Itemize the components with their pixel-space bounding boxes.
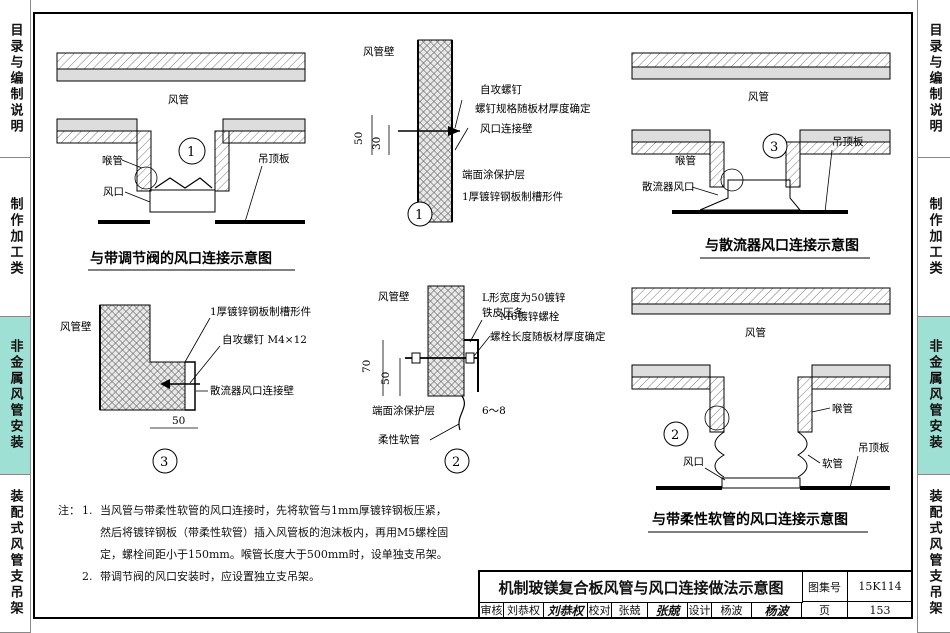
notes-prefix: 注： [58, 504, 80, 517]
sidebar-tab-support-right[interactable]: 装配式风管支吊架 [918, 475, 950, 633]
detail1-dim-30: 30 [371, 137, 383, 150]
page-label: 页 [802, 602, 848, 619]
detail3-wall-label: 风管壁 [60, 320, 92, 333]
detail2-bolt-len-label: 螺栓长度随板材厚度确定 [490, 330, 606, 343]
detail2-bolt-label: M6镀锌螺栓 [500, 310, 560, 323]
detail2-coat-label: 端面涂保护层 [372, 404, 435, 417]
d2-throat-label: 喉管 [675, 154, 696, 167]
diagram-flexhose-outlet: 风管 喉管 风口 软管 吊顶板 2 与带柔性软管的风口连接示意图 [631, 287, 891, 533]
d1-outlet-label: 风口 [103, 186, 124, 198]
detail3-dim-50: 50 [172, 415, 185, 427]
reviewer-signature: 刘恭权 [544, 602, 588, 619]
d1-callout-circle [178, 137, 206, 165]
d1-ceiling-label: 吊顶板 [258, 152, 290, 165]
checker-name: 张兢 [612, 602, 648, 619]
note-2-number: 2. [82, 570, 93, 583]
d3-callout-number: 2 [671, 428, 679, 443]
page-number: 153 [848, 602, 913, 619]
detail1-coat-label: 端面涂保护层 [462, 168, 525, 181]
detail1-screw-label: 自攻螺钉 [480, 83, 522, 96]
detail1-number-circle [407, 201, 433, 227]
d3-outlet-label: 风口 [683, 456, 704, 468]
design-label: 设计 [688, 602, 712, 619]
note-1-line-1: 当风管与带柔性软管的风口连接时，先将软管与1mm厚镀锌钢板压紧， [100, 504, 447, 517]
detail2-hose-label: 柔性软管 [378, 433, 420, 446]
d1-caption: 与带调节阀的风口连接示意图 [90, 250, 272, 267]
review-label: 审核 [480, 602, 504, 619]
diagram-diffuser-outlet: 风管 喉管 散流器风口 吊顶板 3 与散流器风口连接示意图 [631, 52, 891, 259]
d3-hose-label: 软管 [822, 457, 843, 470]
d3-duct-label: 风管 [745, 326, 766, 339]
detail3-channel-label: 1厚镀锌钢板制槽形件 [210, 305, 311, 318]
d2-callout-number: 3 [770, 140, 778, 155]
d2-caption: 与散流器风口连接示意图 [705, 237, 859, 254]
sidebar-tab-fabrication-right[interactable]: 制作加工类 [918, 158, 950, 317]
checker-signature: 张兢 [648, 602, 688, 619]
atlas-label: 图集号 [802, 572, 848, 602]
d1-throat-label: 喉管 [102, 154, 123, 167]
note-2-line-1: 带调节阀的风口安装时，应设置独立支吊架。 [100, 570, 320, 583]
reviewer-name: 刘恭权 [504, 602, 544, 619]
detail1-conn-wall-label: 风口连接壁 [480, 122, 533, 135]
designer-signature: 杨波 [752, 602, 802, 619]
detail2-wall-label: 风管壁 [378, 290, 410, 303]
atlas-number: 15K114 [848, 572, 913, 602]
d3-caption: 与带柔性软管的风口连接示意图 [652, 511, 848, 528]
right-sidebar: 目录与编制说明 制作加工类 非金属风管安装 装配式风管支吊架 [917, 0, 950, 633]
designer-name: 杨波 [712, 602, 752, 619]
sidebar-tab-fabrication[interactable]: 制作加工类 [0, 158, 30, 317]
title-block: 机制玻镁复合板风管与风口连接做法示意图 图集号 15K114 审核 刘恭权 刘恭… [478, 570, 913, 619]
d2-duct-label: 风管 [748, 90, 769, 103]
sidebar-tab-nonmetal[interactable]: 非金属风管安装 [0, 316, 30, 475]
detail1-screw-spec-label: 螺钉规格随板材厚度确定 [475, 102, 591, 115]
detail2-strip-label-1: L形宽度为50镀锌 [482, 291, 566, 304]
detail2-strip-label-2: 铁皮压条 [482, 306, 524, 319]
detail3-diffuser-label: 散流器风口连接壁 [210, 384, 294, 397]
d3-throat-label: 喉管 [832, 402, 853, 415]
detail2-dim-50: 50 [380, 372, 392, 385]
detail1-wall-label: 风管壁 [363, 45, 395, 58]
sidebar-tab-catalog-right[interactable]: 目录与编制说明 [918, 0, 950, 159]
drawing-title: 机制玻镁复合板风管与风口连接做法示意图 [480, 572, 803, 603]
d2-outlet-label: 散流器风口 [642, 180, 695, 193]
detail1-dim-50: 50 [353, 132, 365, 145]
d3-ceiling-label: 吊顶板 [858, 441, 890, 454]
detail1-number: 1 [415, 208, 423, 223]
detail2-dim-gap: 6～8 [482, 405, 506, 417]
detail1-channel-label: 1厚镀锌钢板制槽形件 [462, 190, 563, 203]
note-1-line-2: 然后将镀锌钢板（带柔性软管）插入风管板的泡沫板内，再用M5螺栓固 [100, 526, 449, 539]
diagram-damper-outlet: 风管 喉管 风口 吊顶板 1 与带调节阀的风口连接示意图 [56, 52, 306, 271]
detail-3: 风管壁 1厚镀锌钢板制槽形件 自攻螺钉 M4×12 散流器风口连接壁 50 3 [60, 304, 311, 474]
note-1-line-3: 定，螺栓间距小于150mm。喉管长度大于500mm时，设单独支吊架。 [100, 548, 448, 561]
detail3-screw-label: 自攻螺钉 M4×12 [222, 333, 307, 346]
notes-block: 注： 1. 当风管与带柔性软管的风口连接时，先将软管与1mm厚镀锌钢板压紧， 然… [58, 500, 478, 588]
detail2-dim-70: 70 [361, 360, 373, 373]
d2-ceiling-label: 吊顶板 [832, 135, 864, 148]
detail-1: 风管壁 自攻螺钉 螺钉规格随板材厚度确定 风口连接壁 端面涂保护层 1厚镀锌钢板… [353, 39, 591, 227]
check-label: 校对 [588, 602, 612, 619]
note-1-number: 1. [82, 504, 93, 517]
detail2-number: 2 [452, 455, 460, 470]
d1-duct-label: 风管 [168, 93, 189, 106]
detail3-number: 3 [160, 455, 168, 470]
sidebar-tab-catalog[interactable]: 目录与编制说明 [0, 0, 30, 159]
drawing-frame [33, 12, 913, 619]
duct-top-wall [56, 52, 306, 70]
d1-callout-number: 1 [187, 145, 195, 160]
left-sidebar: 目录与编制说明 制作加工类 非金属风管安装 装配式风管支吊架 [0, 0, 31, 633]
sidebar-tab-support[interactable]: 装配式风管支吊架 [0, 475, 30, 633]
sidebar-tab-nonmetal-right[interactable]: 非金属风管安装 [918, 316, 950, 475]
detail-2: 风管壁 L形宽度为50镀锌 铁皮压条 M6镀锌螺栓 螺栓长度随板材厚度确定 端面… [361, 285, 606, 474]
